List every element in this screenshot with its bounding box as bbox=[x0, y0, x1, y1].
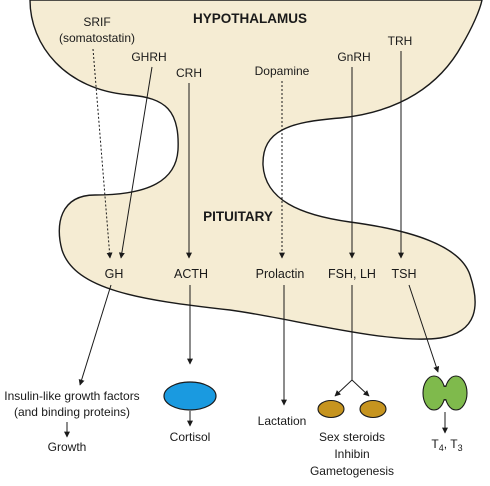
fsh-lh-to-left-gonad-arrow bbox=[334, 379, 353, 397]
ghrh-arrow bbox=[118, 66, 153, 259]
tsh-label: TSH bbox=[392, 267, 417, 281]
fsh-lh-label: FSH, LH bbox=[328, 267, 376, 281]
pituitary-label: PITUITARY bbox=[203, 209, 273, 224]
fsh-lh-to-right-gonad-arrow bbox=[351, 379, 370, 397]
right-gonad-icon bbox=[359, 399, 387, 419]
somatostatin-label: (somatostatin) bbox=[59, 31, 135, 45]
srif-label: SRIF bbox=[83, 15, 110, 29]
thyroid-gland-icon bbox=[422, 375, 468, 411]
prolactin-label: Prolactin bbox=[256, 267, 305, 281]
lactation-label: Lactation bbox=[258, 414, 307, 428]
gametogenesis-label: Gametogenesis bbox=[310, 464, 394, 478]
dopamine-label: Dopamine bbox=[255, 64, 310, 78]
gh-to-igf-arrow bbox=[78, 284, 112, 386]
adrenal-gland-icon bbox=[163, 381, 217, 411]
hypothalamus-label: HYPOTHALAMUS bbox=[193, 11, 307, 26]
igf-label-line1: Insulin-like growth factors bbox=[4, 389, 139, 403]
acth-label: ACTH bbox=[174, 267, 208, 281]
srif-inhibit-arrow bbox=[92, 48, 113, 259]
hypothalamus-pituitary-outline bbox=[29, 0, 483, 340]
ghrh-label: GHRH bbox=[131, 50, 166, 64]
gnrh-label: GnRH bbox=[337, 50, 370, 64]
t4-t3-label: T4, T3 bbox=[431, 437, 462, 453]
left-gonad-icon bbox=[317, 399, 345, 419]
cortisol-label: Cortisol bbox=[170, 430, 211, 444]
inhibin-label: Inhibin bbox=[334, 447, 369, 461]
crh-label: CRH bbox=[176, 66, 202, 80]
trh-label: TRH bbox=[388, 34, 413, 48]
sex-steroids-label: Sex steroids bbox=[319, 430, 385, 444]
tsh-to-thyroid-arrow bbox=[408, 284, 440, 373]
gh-label: GH bbox=[105, 267, 124, 281]
growth-label: Growth bbox=[48, 440, 87, 454]
igf-label-line2: (and binding proteins) bbox=[14, 405, 130, 419]
